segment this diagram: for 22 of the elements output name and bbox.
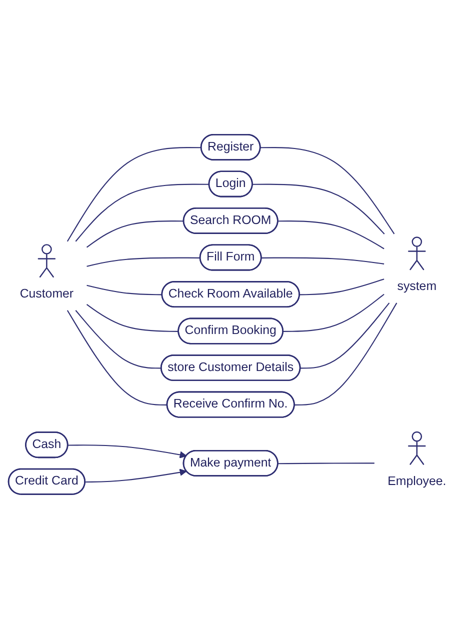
node-text: Employee. xyxy=(388,474,446,489)
connector xyxy=(75,310,162,370)
connector xyxy=(66,310,168,406)
connector xyxy=(252,184,385,235)
connector xyxy=(300,302,390,370)
arrow xyxy=(68,444,187,459)
connector xyxy=(66,147,202,242)
connector xyxy=(283,294,384,332)
connector xyxy=(86,304,179,332)
connector xyxy=(262,258,384,265)
connector xyxy=(86,258,200,268)
connector xyxy=(86,285,162,296)
connector xyxy=(75,184,210,242)
connector xyxy=(300,278,384,296)
node-text: system xyxy=(397,280,437,294)
node-text: Customer xyxy=(20,287,74,302)
connector xyxy=(294,303,398,406)
connector xyxy=(260,147,395,235)
connector xyxy=(278,220,384,250)
arrow xyxy=(85,469,187,483)
connector xyxy=(86,220,184,248)
connector xyxy=(278,463,374,464)
